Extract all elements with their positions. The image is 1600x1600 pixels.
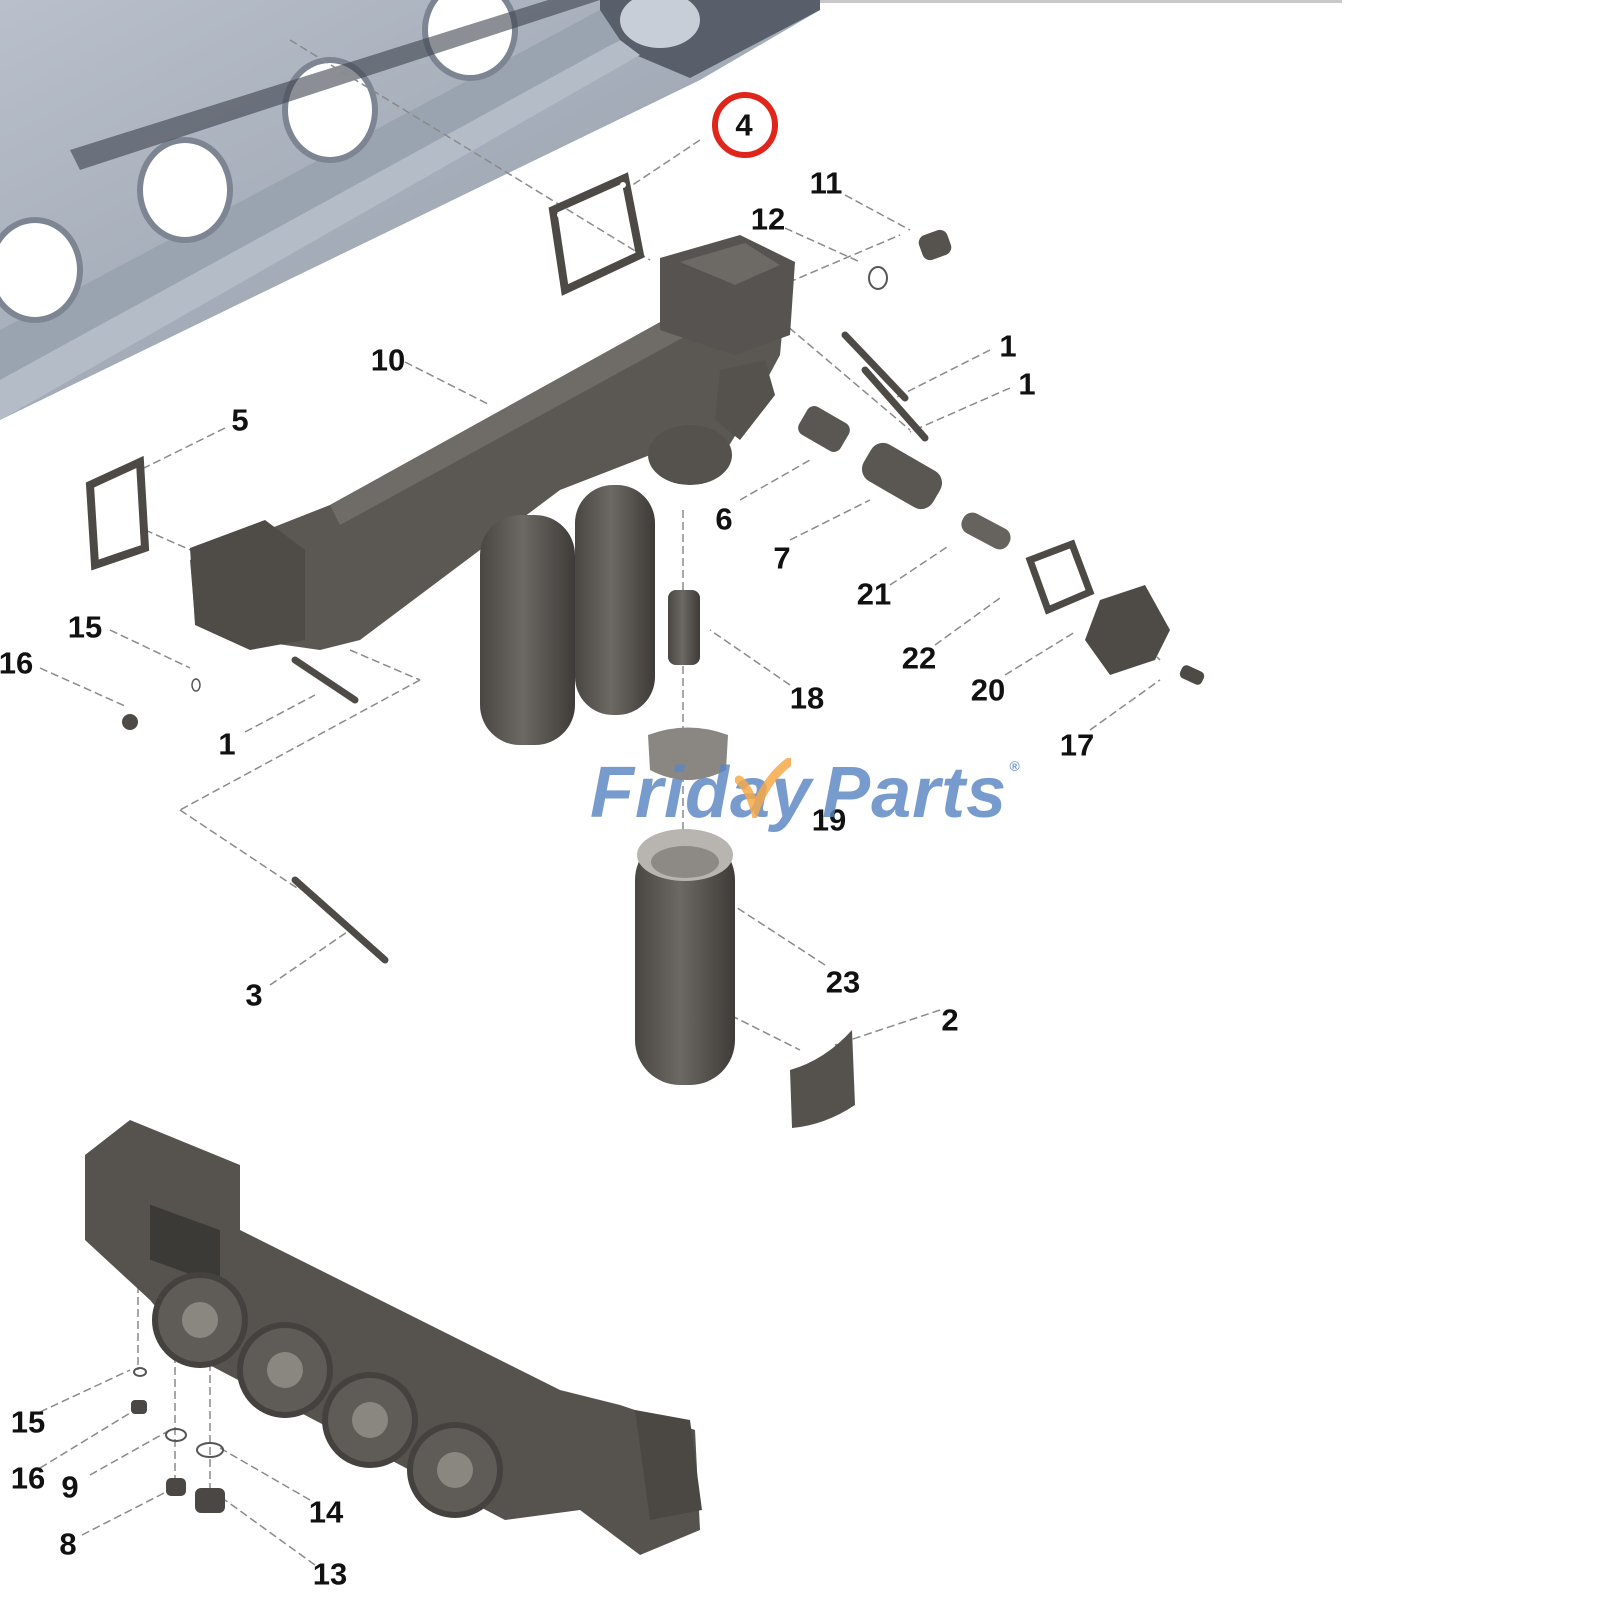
watermark-text-parts: Parts	[822, 753, 1008, 833]
callout-21: 21	[856, 576, 892, 612]
part-10-manifold	[190, 235, 795, 650]
callout-3: 3	[245, 977, 263, 1013]
callout-16b: 16	[10, 1460, 46, 1496]
inset-manifold-underside	[85, 1120, 702, 1555]
callout-13: 13	[312, 1556, 348, 1592]
callout-23: 23	[825, 964, 861, 1000]
part-19-ring	[648, 727, 728, 780]
callout-1b: 1	[1018, 366, 1036, 402]
part-1-bolts	[291, 331, 929, 964]
callout-19: 19	[811, 802, 847, 838]
part-6-fitting	[798, 406, 850, 452]
callout-17: 17	[1059, 727, 1095, 763]
callout-7: 7	[773, 540, 791, 576]
part-4-gasket	[548, 172, 645, 296]
callout-20: 20	[970, 672, 1006, 708]
leader-lines	[39, 39, 1161, 1566]
part-21-spring	[961, 512, 1011, 550]
watermark-text-friday: Friday	[590, 753, 813, 833]
callout-10: 10	[370, 342, 406, 378]
engine-block	[0, 0, 820, 420]
part-17-bolt	[1179, 665, 1205, 685]
part-7-valve	[861, 442, 943, 510]
callout-1c: 1	[218, 726, 236, 762]
registered-mark: ®	[1009, 758, 1021, 774]
callout-14: 14	[308, 1494, 344, 1530]
callout-1a: 1	[999, 328, 1017, 364]
part-18-sleeve	[668, 590, 700, 665]
callout-8: 8	[59, 1526, 77, 1562]
callout-18: 18	[789, 680, 825, 716]
part-22-gasket	[1025, 539, 1095, 615]
callout-12: 12	[750, 201, 786, 237]
callout-11: 11	[809, 165, 843, 201]
callout-22: 22	[901, 640, 937, 676]
highlight-ring-part-4	[712, 92, 778, 158]
part-23-filter-element	[635, 829, 735, 1085]
callout-15a: 15	[67, 609, 103, 645]
part-16-plug	[122, 714, 138, 730]
callout-5: 5	[231, 402, 249, 438]
part-11-plug	[918, 229, 952, 261]
callout-6: 6	[715, 501, 733, 537]
callout-15b: 15	[10, 1404, 46, 1440]
part-5-gasket	[85, 455, 150, 571]
callout-4: 4	[735, 107, 753, 143]
callout-9: 9	[61, 1469, 79, 1505]
part-2-shell	[790, 1030, 855, 1128]
part-20-cover	[1085, 585, 1170, 675]
checkmark-icon	[735, 758, 791, 818]
filter-canisters	[480, 485, 655, 745]
part-12-oring	[868, 266, 888, 290]
callout-16a: 16	[0, 645, 34, 681]
callout-2: 2	[941, 1002, 959, 1038]
part-15-oring	[191, 678, 201, 692]
